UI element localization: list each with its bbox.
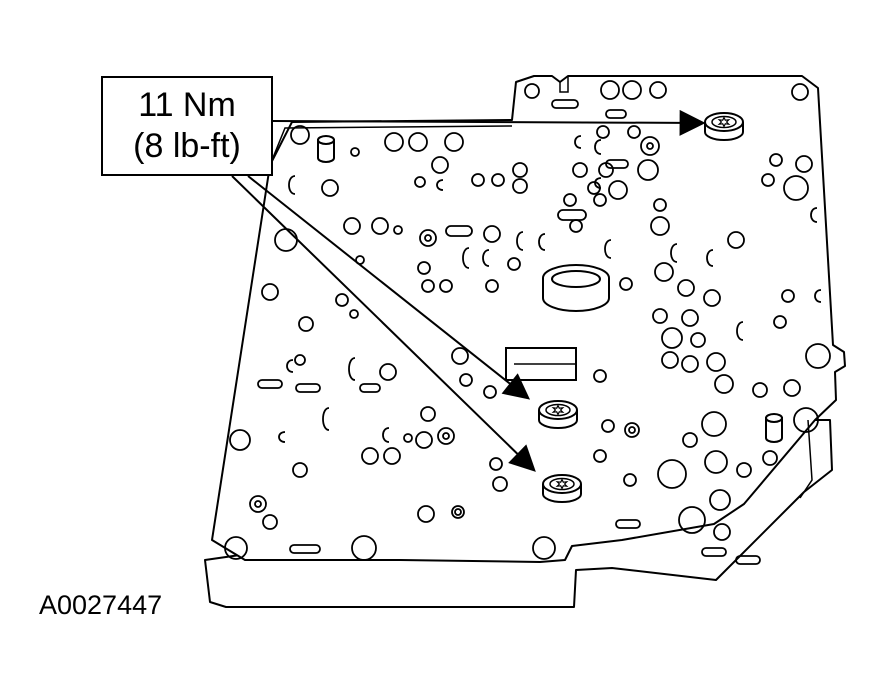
leader-arrow-middle-bolt <box>247 175 531 400</box>
center-bore-wall <box>542 278 610 312</box>
plate-step-edge <box>269 125 513 166</box>
corner-pin-right <box>765 417 783 443</box>
torque-imperial: (8 lb-ft) <box>133 127 241 165</box>
figure-id: A0027447 <box>39 590 163 620</box>
center-bore-inner <box>551 270 601 288</box>
plate-notch <box>559 76 569 93</box>
middle-bolt-star-drive-bolt-icon <box>538 400 578 429</box>
torque-metric: 11 Nm <box>138 86 236 124</box>
upper-plate-outline <box>211 75 846 563</box>
top-bolt-star-drive-bolt-icon <box>704 112 744 141</box>
torque-callout: 11 Nm (8 lb-ft) <box>101 76 273 176</box>
leader-arrow-lower-bolt <box>231 175 536 472</box>
corner-pin-right-top <box>765 413 783 423</box>
hole-pattern <box>224 80 831 565</box>
lower-bolt-star-drive-bolt-icon <box>542 474 582 503</box>
plate-edge-detail <box>799 419 813 499</box>
corner-pin-left <box>317 139 335 163</box>
corner-pin-left-top <box>317 135 335 145</box>
leader-arrow-top-bolt <box>272 109 706 136</box>
